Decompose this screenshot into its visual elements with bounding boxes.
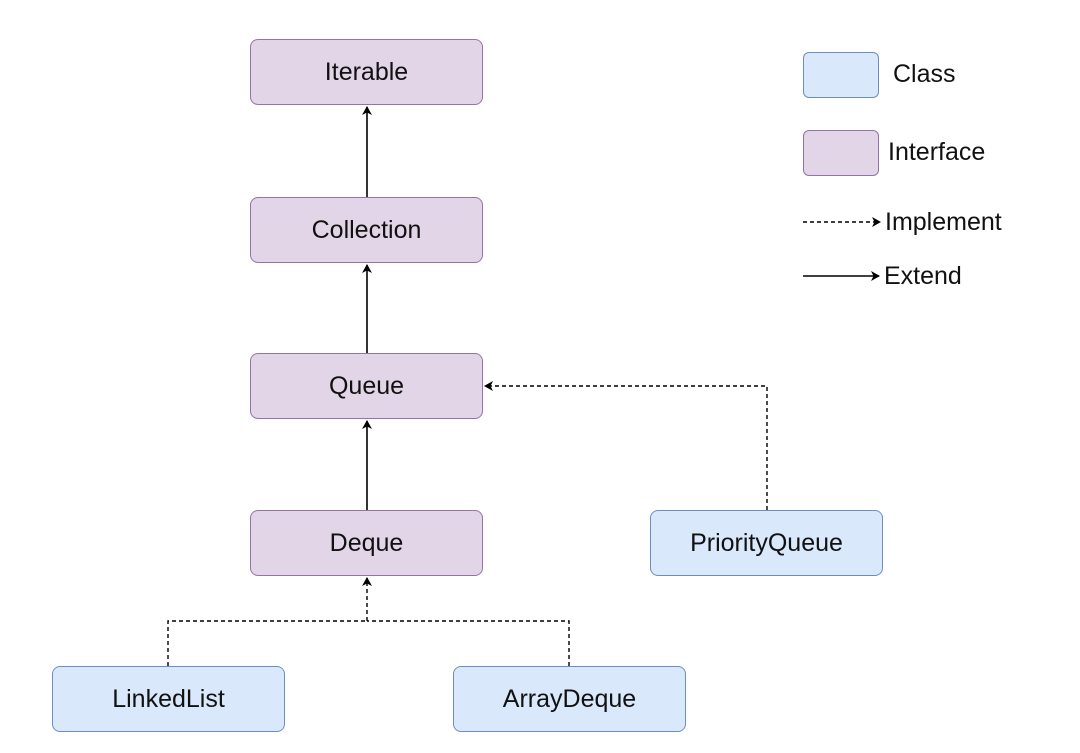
node-label: LinkedList xyxy=(112,684,225,713)
node-collection: Collection xyxy=(250,197,483,263)
node-label: Iterable xyxy=(324,57,409,86)
node-iterable: Iterable xyxy=(250,39,483,105)
implement-line-arraydeque xyxy=(367,620,570,666)
legend-interface-label: Interface xyxy=(888,138,986,166)
node-label: PriorityQueue xyxy=(690,528,843,557)
node-label: ArrayDeque xyxy=(502,684,637,713)
legend-extend-label: Extend xyxy=(884,262,962,290)
implement-line-linkedlist xyxy=(167,620,367,666)
legend-class-swatch xyxy=(803,52,879,98)
node-label: Deque xyxy=(329,528,404,557)
node-priorityqueue: PriorityQueue xyxy=(650,510,883,576)
node-label: Queue xyxy=(328,371,405,400)
node-linkedlist: LinkedList xyxy=(52,666,285,732)
legend-implement-label: Implement xyxy=(885,208,1002,236)
node-queue: Queue xyxy=(250,353,483,419)
node-deque: Deque xyxy=(250,510,483,576)
legend-interface-swatch xyxy=(803,130,879,176)
implement-arrow-priorityqueue-queue xyxy=(484,381,768,510)
legend-class-label: Class xyxy=(893,60,956,88)
node-label: Collection xyxy=(311,215,422,244)
node-arraydeque: ArrayDeque xyxy=(453,666,686,732)
